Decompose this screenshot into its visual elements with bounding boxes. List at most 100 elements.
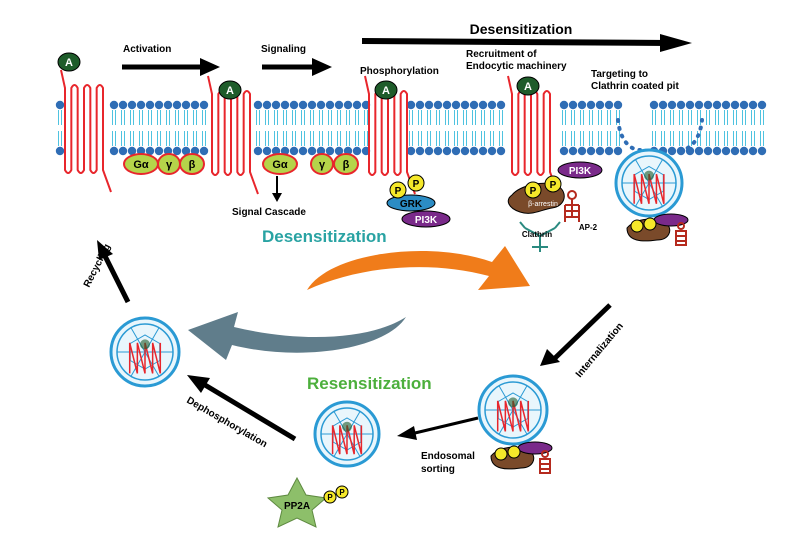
lipid-head — [199, 100, 209, 110]
lipid-head — [181, 100, 191, 110]
g-protein-complex-1: Gα γ β — [123, 153, 205, 175]
phospho-label: P — [413, 179, 420, 190]
lipid-head — [739, 146, 749, 156]
g-gamma-label: γ — [319, 159, 326, 171]
phospho-label: P — [550, 180, 557, 191]
agonist: A — [374, 80, 398, 100]
vesicle-internalized — [477, 374, 553, 474]
clathrin-icon — [519, 221, 561, 252]
recycling-arrow — [97, 240, 131, 304]
lipid-head — [676, 100, 686, 110]
lipid-head — [325, 146, 335, 156]
lipid-head — [748, 146, 758, 156]
signal-cascade-label: Signal Cascade — [232, 207, 306, 218]
lipid-head — [298, 146, 308, 156]
lipid-head — [433, 100, 443, 110]
lipid-head — [613, 146, 623, 156]
lipid-head — [280, 100, 290, 110]
lipid-head — [586, 100, 596, 110]
membrane-receptors — [60, 69, 559, 195]
lipid-head — [694, 100, 704, 110]
vesicle-coated-pit — [614, 148, 689, 246]
lipid-head — [127, 146, 137, 156]
receptor-active — [207, 75, 259, 195]
agonist: A — [218, 80, 242, 100]
lipid-head — [568, 146, 578, 156]
lipid-head — [721, 146, 731, 156]
phospho-label: P — [339, 488, 345, 497]
recruitment-complex: P P PI3K β-arrestin Clathrin AP-2 — [507, 161, 603, 252]
grk-label: GRK — [400, 199, 423, 210]
plasma-membrane — [55, 100, 767, 156]
lipid-head — [334, 146, 344, 156]
dephosphorylation-arrow — [187, 375, 297, 442]
lipid-head — [712, 146, 722, 156]
activation-arrow — [122, 58, 220, 76]
lipid-head — [424, 146, 434, 156]
lipid-head — [289, 100, 299, 110]
lipid-head — [307, 100, 317, 110]
g-alpha-label: Gα — [133, 159, 149, 171]
lipid-head — [415, 146, 425, 156]
lipid-head — [658, 100, 668, 110]
signaling-arrow — [262, 58, 332, 76]
lipid-head — [307, 146, 317, 156]
g-gamma-label: γ — [166, 159, 173, 171]
lipid-head — [127, 100, 137, 110]
g-protein-complex-2: Gα γ β — [262, 153, 359, 175]
lipid-head — [586, 146, 596, 156]
lipid-head — [469, 146, 479, 156]
lipid-head — [298, 100, 308, 110]
lipid-head — [271, 100, 281, 110]
lipid-head — [172, 100, 182, 110]
lipid-head — [469, 100, 479, 110]
phospho-label: P — [327, 493, 333, 502]
lipid-head — [118, 100, 128, 110]
receptor-phosphorylated — [364, 75, 416, 195]
lipid-head — [577, 100, 587, 110]
lipid-head — [289, 146, 299, 156]
lipid-head — [55, 100, 65, 110]
lipid-head — [703, 100, 713, 110]
pp2a-star: PP2A P P — [266, 476, 349, 528]
lipid-head — [145, 100, 155, 110]
lipid-head — [559, 100, 569, 110]
g-alpha-label: Gα — [272, 159, 288, 171]
lipid-head — [559, 146, 569, 156]
lipid-head — [280, 146, 290, 156]
lipid-head — [667, 100, 677, 110]
lipid-head — [649, 100, 659, 110]
clathrin-coated-vesicles — [109, 148, 689, 474]
lipid-head — [757, 100, 767, 110]
desensitization-top-label: Desensitization — [470, 21, 573, 37]
lipid-head — [406, 146, 416, 156]
lipid-head — [253, 100, 263, 110]
lipid-head — [568, 100, 578, 110]
beta-arrestin-label: β-arrestin — [528, 201, 558, 208]
ap2-label: AP-2 — [579, 223, 598, 232]
lipid-head — [262, 100, 272, 110]
activation-label: Activation — [123, 44, 171, 55]
vesicle-endosome — [313, 400, 381, 468]
resensitization-label: Resensitization — [307, 374, 432, 393]
lipid-head — [109, 100, 119, 110]
lipid-head — [109, 146, 119, 156]
lipid-head — [451, 100, 461, 110]
g-beta-label: β — [343, 159, 350, 171]
lipid-head — [748, 100, 758, 110]
lipid-head — [478, 146, 488, 156]
lipid-head — [199, 146, 209, 156]
lipid-head — [55, 146, 65, 156]
desensitization-mid-label: Desensitization — [262, 227, 387, 246]
lipid-head — [604, 146, 614, 156]
phospho-label: P — [395, 186, 402, 197]
agonist-label: A — [65, 57, 73, 69]
lipid-head — [154, 100, 164, 110]
signaling-label: Signaling — [261, 44, 306, 55]
lipid-head — [685, 100, 695, 110]
lipid-head — [325, 100, 335, 110]
